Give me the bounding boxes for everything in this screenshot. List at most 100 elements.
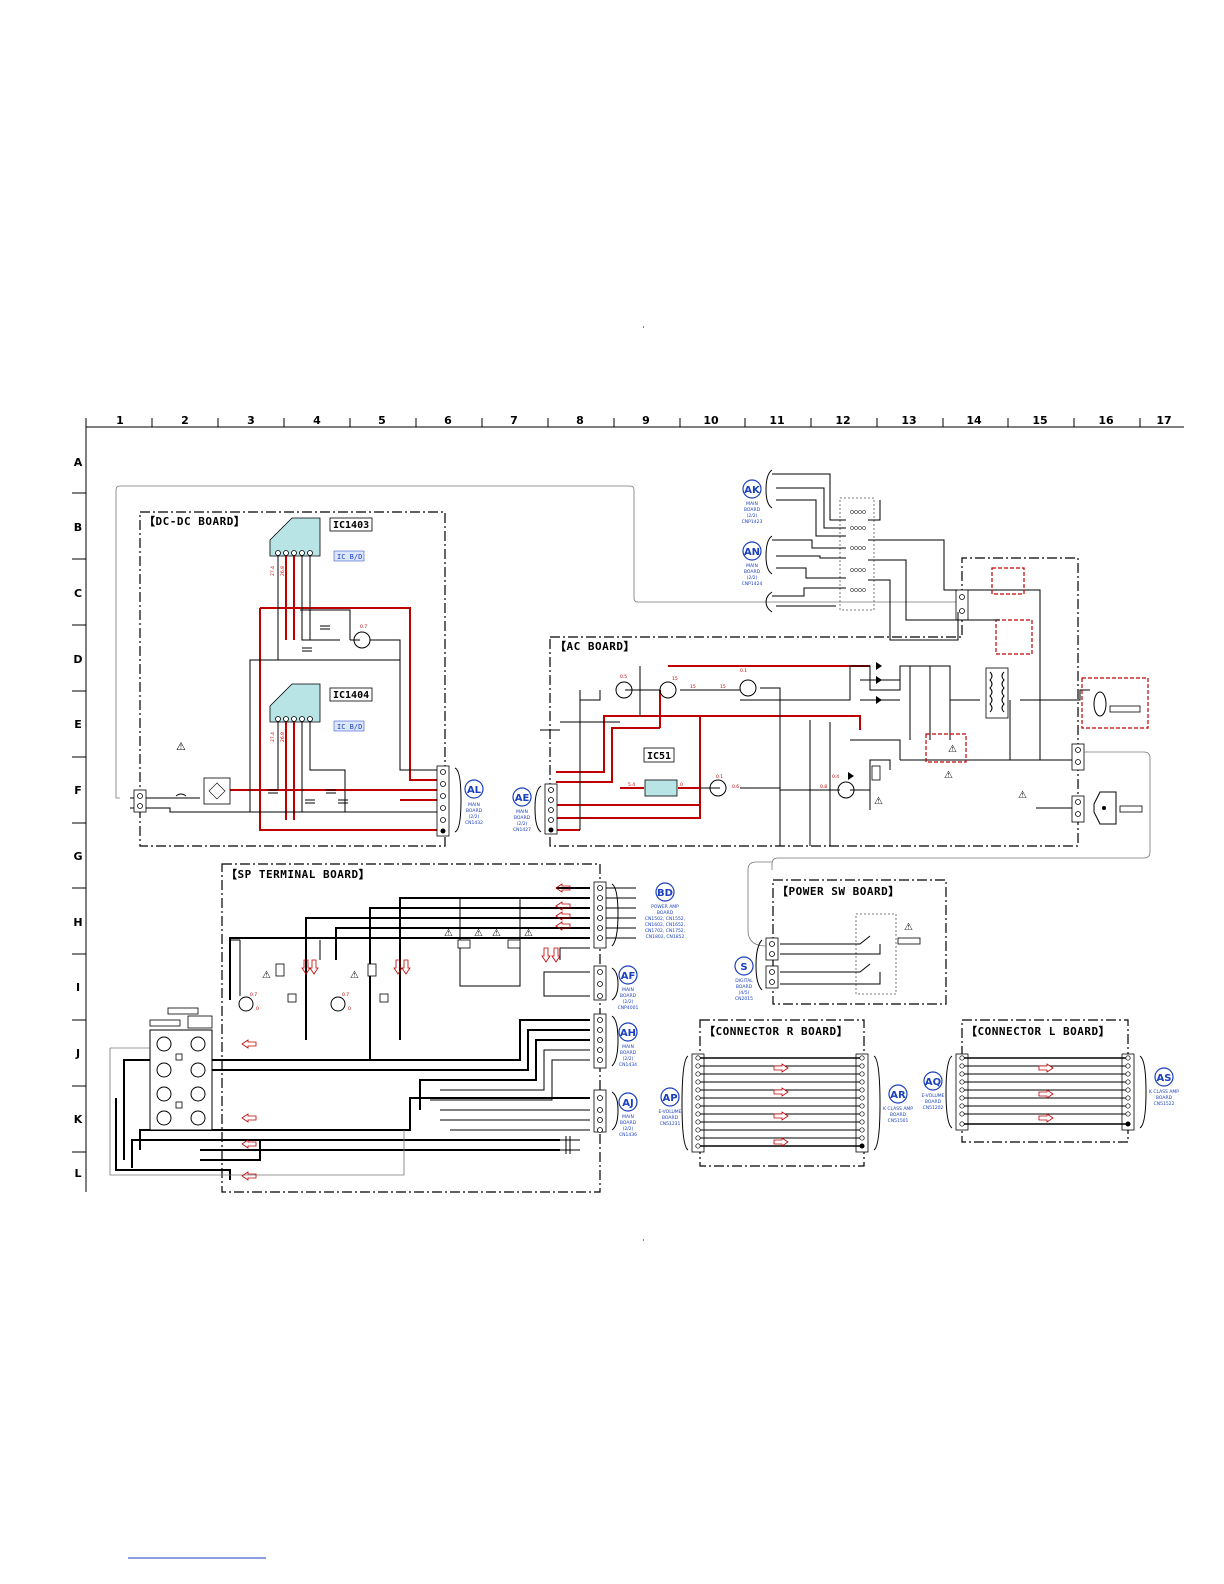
warning-icon: ⚠ xyxy=(350,970,359,981)
connector-desc: E-VOLUME xyxy=(921,1093,944,1099)
connector-pin xyxy=(959,1103,965,1109)
connector-pin xyxy=(695,1111,701,1117)
coil-turn xyxy=(850,546,854,550)
connector-desc: (2/2) xyxy=(747,513,758,519)
transformer xyxy=(985,667,1009,719)
coil-turn xyxy=(854,526,858,530)
connector-an: AN MAIN BOARD (2/2) CNP1424 xyxy=(742,535,773,587)
connector-desc: (2/2) xyxy=(469,814,480,820)
connector-desc: BOARD xyxy=(744,569,761,575)
connector-af-id: AF xyxy=(621,971,636,982)
col-label: 15 xyxy=(1032,414,1047,427)
voltage-label: 0.1 xyxy=(740,668,747,674)
connector-an-id: AN xyxy=(744,547,760,558)
warning-icon: ⚠ xyxy=(1018,790,1027,801)
connector-pin xyxy=(597,895,603,901)
red-trace xyxy=(260,607,440,781)
power-sw-board-outline xyxy=(772,879,947,1005)
safety-box xyxy=(995,619,1033,655)
warning-icon: ⚠ xyxy=(524,928,533,939)
transistor-symbol xyxy=(238,996,254,1012)
row-label: G xyxy=(73,850,82,863)
connector-pin xyxy=(695,1087,701,1093)
voltage-label: 15 xyxy=(690,684,696,690)
warning-icon: ⚠ xyxy=(948,744,957,755)
col-label: 13 xyxy=(901,414,916,427)
connector-desc: CN1702, CN1752, xyxy=(645,928,685,934)
connector-pin xyxy=(959,1079,965,1085)
row-label: F xyxy=(74,784,82,797)
warning-icon: ⚠ xyxy=(492,928,501,939)
connector-pin xyxy=(597,925,603,931)
connector-pin xyxy=(597,993,603,999)
coil-turn xyxy=(854,568,858,572)
connector-pin xyxy=(597,969,603,975)
connector-pin xyxy=(695,1135,701,1141)
connector-pin xyxy=(597,1017,603,1023)
connector-ae: AE MAIN BOARD (2/2) CN1427 xyxy=(512,785,542,833)
connector-pin xyxy=(597,1117,603,1123)
transistor-symbol xyxy=(615,681,633,699)
voltage-label: 0.1 xyxy=(716,774,723,780)
connector-pin xyxy=(959,1055,965,1061)
connector-desc: BOARD xyxy=(620,1120,637,1126)
connector-pin xyxy=(597,1095,603,1101)
connector-bd-id: BD xyxy=(657,888,673,899)
voltage-label: 0 xyxy=(348,1006,351,1012)
harness-top-right xyxy=(772,473,1000,641)
connector-pin xyxy=(695,1063,701,1069)
connector-desc: BOARD xyxy=(514,815,531,821)
coil-turn xyxy=(850,588,854,592)
signal-arrow xyxy=(241,1113,257,1123)
connector-pin xyxy=(695,1055,701,1061)
connector-desc: BOARD xyxy=(890,1112,907,1118)
connector-pin xyxy=(1125,1063,1131,1069)
warning-icon: ⚠ xyxy=(444,928,453,939)
red-trace xyxy=(556,715,701,819)
connector-ar-id: AR xyxy=(890,1090,906,1101)
connector-s: S DIGITAL BOARD (4/5) CN2015 xyxy=(734,939,763,1002)
red-trace xyxy=(668,715,861,730)
ic-body xyxy=(269,517,321,557)
coil-turn xyxy=(862,546,866,550)
signal-arrow xyxy=(241,1171,257,1181)
row-label: A xyxy=(74,456,83,469)
connector-desc: CNP1423 xyxy=(742,519,763,525)
connector-pin xyxy=(597,1047,603,1053)
voltage-label: 5.4 xyxy=(628,782,635,788)
voltage-label: 0.7 xyxy=(342,992,349,998)
transistor-symbol xyxy=(330,996,346,1012)
connector-pin xyxy=(859,1079,865,1085)
connector-desc: BOARD xyxy=(736,984,753,990)
connector-al: AL MAIN BOARD (2/2) CN1432 xyxy=(454,767,484,833)
connector-desc: BOARD xyxy=(620,993,637,999)
connector-desc: BOARD xyxy=(466,808,483,814)
ic1403-label: IC1403 xyxy=(333,520,369,531)
warning-icon: ⚠ xyxy=(904,922,913,933)
signal-arrow xyxy=(241,1139,257,1149)
connector-desc: CN1502, CN1552, xyxy=(645,916,685,922)
signal-arrow xyxy=(541,947,551,963)
signal-arrow xyxy=(551,947,561,963)
connector-bd: BD POWER AMP BOARD CN1502, CN1552, CN160… xyxy=(606,882,685,947)
signal-arrow xyxy=(309,959,319,975)
transistor-symbol xyxy=(837,781,855,799)
col-label: 17 xyxy=(1156,414,1171,427)
col-label: 9 xyxy=(642,414,650,427)
connector-desc: K CLASS AMP xyxy=(1149,1089,1179,1095)
connector-desc: (2/2) xyxy=(623,1126,634,1132)
ac-board-title: 【AC BOARD】 xyxy=(555,640,635,653)
ic1404: IC1404 IC B/D xyxy=(269,683,373,732)
bridge-rectifier xyxy=(203,777,231,805)
voltage-label: 15 xyxy=(672,676,678,682)
coil-turn xyxy=(858,546,862,550)
connector-desc: BOARD xyxy=(657,910,674,916)
coil-turn xyxy=(854,588,858,592)
connector-desc: MAIN xyxy=(746,501,758,507)
connector-block xyxy=(133,789,147,813)
voltage-label: 0.4 xyxy=(832,774,839,780)
voltage-label: 26.8 xyxy=(280,732,286,742)
connector-pin xyxy=(859,1095,865,1101)
signal-arrow xyxy=(1038,1113,1054,1123)
voltage-label: 15 xyxy=(720,684,726,690)
